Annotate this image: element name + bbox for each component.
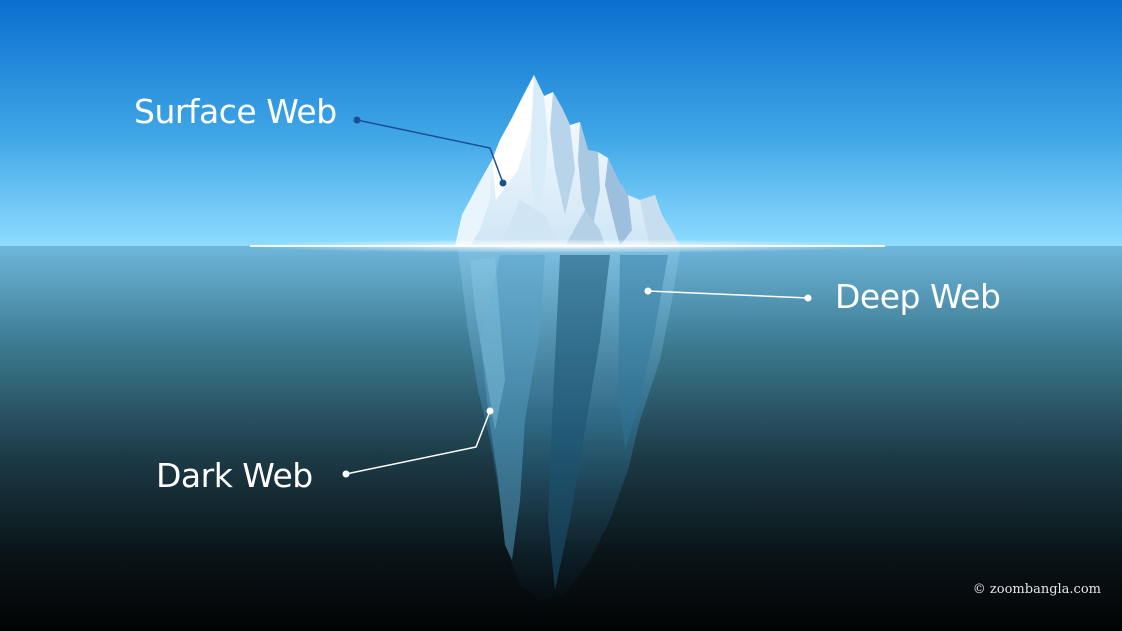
copyright-credit: © zoombangla.com: [972, 582, 1101, 597]
dark-leader-dot-end: [342, 470, 350, 478]
iceberg-surface: [455, 75, 680, 246]
deep-leader-dot-end: [804, 294, 812, 302]
dark-web-label: Dark Web: [156, 456, 313, 495]
deep-web-label: Deep Web: [835, 277, 1001, 316]
surface-leader-line: [353, 116, 507, 187]
dark-leader-line: [342, 407, 494, 478]
surface-leader-dot-start: [353, 116, 361, 124]
deep-leader-line: [644, 287, 812, 302]
iceberg-underwater: [458, 250, 680, 600]
deep-leader-dot-start: [644, 287, 652, 295]
surface-leader-dot-end: [499, 179, 507, 187]
dark-leader-dot-start: [486, 407, 494, 415]
surface-web-label: Surface Web: [134, 92, 337, 131]
